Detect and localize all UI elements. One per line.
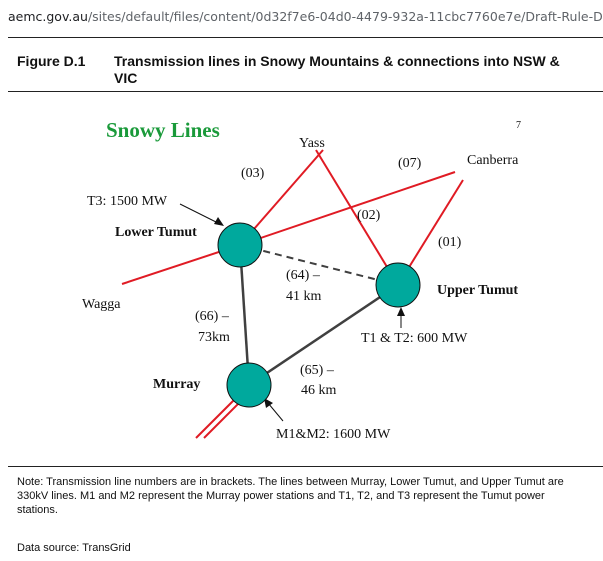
url-path: /sites/default/files/content/0d32f7e6-04… bbox=[87, 9, 603, 24]
label-upper-tumut: Upper Tumut bbox=[437, 283, 518, 298]
title-rule bbox=[8, 91, 603, 92]
arrow-m1m2-head bbox=[264, 398, 273, 408]
murray-node bbox=[226, 362, 272, 408]
note-rule bbox=[8, 466, 603, 467]
line-65 bbox=[248, 283, 399, 387]
page-number: 7 bbox=[516, 120, 521, 131]
url-text[interactable]: aemc.gov.au/sites/default/files/content/… bbox=[8, 9, 603, 24]
data-source: Data source: TransGrid bbox=[17, 542, 131, 554]
label-lower-tumut: Lower Tumut bbox=[115, 225, 197, 240]
label-66-dist: 73km bbox=[198, 330, 230, 345]
label-t3: T3: 1500 MW bbox=[87, 194, 168, 209]
label-murray: Murray bbox=[153, 377, 200, 392]
figure-number: Figure D.1 bbox=[17, 53, 86, 69]
url-host: aemc.gov.au bbox=[8, 9, 88, 24]
label-65-dist: 46 km bbox=[301, 383, 337, 398]
label-canberra: Canberra bbox=[467, 153, 519, 168]
label-wagga: Wagga bbox=[82, 297, 121, 312]
figure-note: Note: Transmission line numbers are in b… bbox=[17, 476, 564, 516]
line-66 bbox=[238, 244, 251, 386]
diagram-heading: Snowy Lines bbox=[106, 118, 220, 142]
label-yass: Yass bbox=[299, 136, 325, 151]
label-m1-m2: M1&M2: 1600 MW bbox=[276, 427, 391, 442]
snowy-lines-diagram: Snowy Lines 7 Yass Canberra Wagga (03) (… bbox=[82, 118, 521, 442]
label-line-01: (01) bbox=[438, 235, 462, 250]
label-66-num: (66) – bbox=[195, 309, 230, 324]
label-line-03: (03) bbox=[241, 166, 265, 181]
label-65-num: (65) – bbox=[300, 363, 335, 378]
arrow-m1m2 bbox=[267, 402, 284, 422]
upper-tumut-node bbox=[375, 262, 421, 308]
line-07 bbox=[239, 171, 456, 246]
label-line-02: (02) bbox=[357, 208, 381, 223]
figure-title: Transmission lines in Snowy Mountains & … bbox=[114, 53, 560, 86]
line-02 bbox=[315, 149, 399, 286]
lower-tumut-node bbox=[217, 222, 263, 268]
address-bar[interactable]: aemc.gov.au/sites/default/files/content/… bbox=[0, 0, 603, 32]
top-rule bbox=[8, 37, 603, 38]
label-64-dist: 41 km bbox=[286, 289, 322, 304]
arrow-t3 bbox=[179, 203, 221, 225]
arrow-t1t2-head bbox=[397, 307, 405, 316]
arrow-t3-head bbox=[214, 217, 224, 226]
label-line-07: (07) bbox=[398, 156, 422, 171]
label-t1-t2: T1 & T2: 600 MW bbox=[361, 331, 468, 346]
line-64 bbox=[239, 244, 399, 286]
label-64-num: (64) – bbox=[286, 268, 321, 283]
